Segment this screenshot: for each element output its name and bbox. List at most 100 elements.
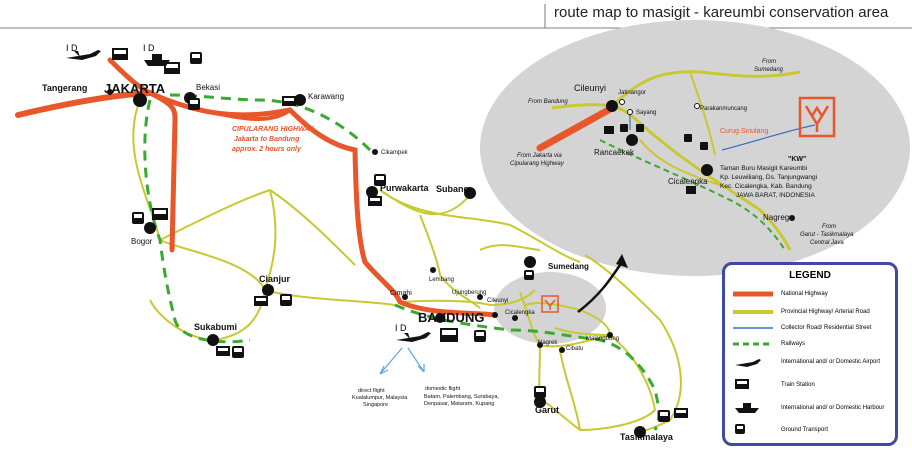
inset-labels: From Bandung From Jakarta via Cipularang… (510, 59, 854, 246)
airport-label-jakarta: I D (66, 43, 78, 53)
legend-train: Train Station (781, 382, 815, 388)
dot-malangbong (607, 332, 613, 338)
legend-collector: Collector Road/ Residential Street (781, 325, 872, 331)
inset-arrow-head (616, 254, 628, 268)
train-icon (282, 96, 296, 106)
dot-karawang (294, 94, 306, 106)
legend-railways: Railways (781, 341, 806, 347)
label-jakarta: JAKARTA (104, 81, 166, 96)
harbour-label-jakarta: I D (143, 43, 155, 53)
inset-from-bandung: From Bandung (528, 99, 568, 105)
dot-subang (464, 187, 476, 199)
label-cicalengka: Cicalengka (505, 310, 535, 316)
train-icons (112, 48, 688, 418)
legend-provincial: Provincial Highway/ Arterial Road (781, 309, 870, 315)
inset-dot-nagreg (789, 215, 795, 221)
label-sukabumi: Sukabumi (194, 322, 237, 332)
inset-from-sumedang-2: Sumedang (754, 67, 784, 73)
label-bogor: Bogor (131, 237, 153, 246)
label-subang: Subang (436, 184, 469, 194)
ship-icon (735, 403, 759, 413)
airport-label-bandung: I D (395, 323, 407, 333)
dot-bandung (435, 313, 445, 323)
inset-from-garut-3: Central Java (810, 240, 844, 246)
legend-row-railways: Railways (733, 339, 805, 349)
inset-kw-address-3: Kec. Cicalengka, Kab. Bandung (720, 183, 812, 190)
bus-icon (658, 410, 670, 422)
dot-cianjur (262, 284, 274, 296)
city-dots (107, 89, 646, 438)
bus-icon (474, 330, 486, 342)
inset-cicalengka: Cicalengka (668, 177, 708, 186)
highway-note: CIPULARANG HIGHWAY Jakarta to Bandung ap… (232, 126, 315, 153)
bus-icon (132, 212, 144, 224)
dot-tasikmalaya (634, 426, 646, 438)
label-bekasi: Bekasi (196, 83, 220, 92)
label-cianjur: Cianjur (259, 274, 291, 284)
direct-flight-line2: Kualalumpur, Malaysia (352, 395, 408, 401)
highway-note-line1: CIPULARANG HIGHWAY (232, 126, 315, 133)
inset-dot-cileunyi (606, 100, 618, 112)
bus-icon (684, 134, 692, 142)
dot-sukabumi (207, 334, 219, 346)
legend-row-train: Train Station (733, 379, 815, 390)
legend-row-provincial: Provincial Highway/ Arterial Road (733, 307, 870, 317)
bus-icon (524, 270, 534, 280)
dot-cikampek (372, 149, 378, 155)
label-malangbong: Malangbong (586, 336, 619, 342)
dot-ujungberung (477, 294, 483, 300)
kareumbi-icon-small (541, 295, 559, 313)
inset-kw-address-2: Kp. Leuwiliang, Ds. Tanjungwangi (720, 174, 817, 181)
airplane-icon (396, 332, 431, 342)
inset-dot-parakanmuncang (694, 103, 700, 109)
flight-labels: direct flight Kualalumpur, Malaysia Sing… (352, 386, 499, 408)
train-icon (686, 186, 696, 194)
inset-dot-cicalengka (701, 164, 713, 176)
inset-from-jakarta-1: From Jakarta via (517, 153, 562, 159)
label-ujungberung: Ujungberung (452, 290, 486, 296)
dot-jakarta (133, 93, 147, 107)
inset-kw-label: "KW" (788, 156, 806, 163)
railways (143, 93, 661, 431)
flight-lines (379, 347, 425, 375)
airplane-icons (66, 50, 431, 342)
legend-row-collector: Collector Road/ Residential Street (733, 323, 871, 333)
domestic-flight-line2: Batam, Palembang, Surabaya, (424, 394, 499, 400)
kareumbi-logo-icon (798, 96, 836, 138)
legend-row-harbour: International and/ or Domestic Harbour (733, 403, 884, 413)
legend-harbour: International and/ or Domestic Harbour (781, 405, 885, 411)
train-icon (604, 126, 614, 134)
label-lembang: Lembang (429, 277, 454, 283)
train-icon (254, 296, 268, 306)
domestic-flight-line3: Denpasar, Mataram, Kupang (424, 401, 494, 407)
domestic-flight-line1: domestic flight (425, 386, 461, 392)
inset-dot-jatinangor (619, 99, 625, 105)
label-garut: Garut (535, 405, 559, 415)
inset-kw-address-4: JAWA BARAT, INDONESIA (736, 192, 816, 199)
label-karawang: Karawang (308, 92, 344, 101)
label-tangerang: Tangerang (42, 83, 87, 93)
inset-from-jakarta-2: Cipularang Highway (510, 161, 565, 167)
dot-garut (534, 396, 546, 408)
inset-kw-address-1: Taman Buru Masigit Kareumbi (720, 165, 807, 172)
bus-icon (188, 98, 200, 110)
legend-title: LEGEND (789, 270, 831, 281)
legend-ground: Ground Transport (781, 427, 829, 433)
dot-cibatu (559, 347, 565, 353)
train-icon (440, 328, 458, 342)
train-icon (164, 62, 180, 74)
train-icon (112, 48, 128, 60)
legend-row-ground: Ground Transport (733, 424, 829, 435)
dot-cimahi (402, 294, 408, 300)
dot-cicalengka (512, 315, 518, 321)
bus-icon (620, 124, 628, 132)
inset-roads (536, 70, 816, 251)
direct-flight-line1: direct flight (358, 388, 385, 394)
label-tasikmalaya: Tasikmalaya (620, 432, 674, 442)
inset-icons (604, 124, 708, 194)
legend-row-airport: International and/ or Domestic Airport (733, 357, 880, 367)
bus-icon (374, 174, 386, 186)
inset-dot-rancaekek (626, 134, 638, 146)
bus-icon (190, 52, 202, 64)
